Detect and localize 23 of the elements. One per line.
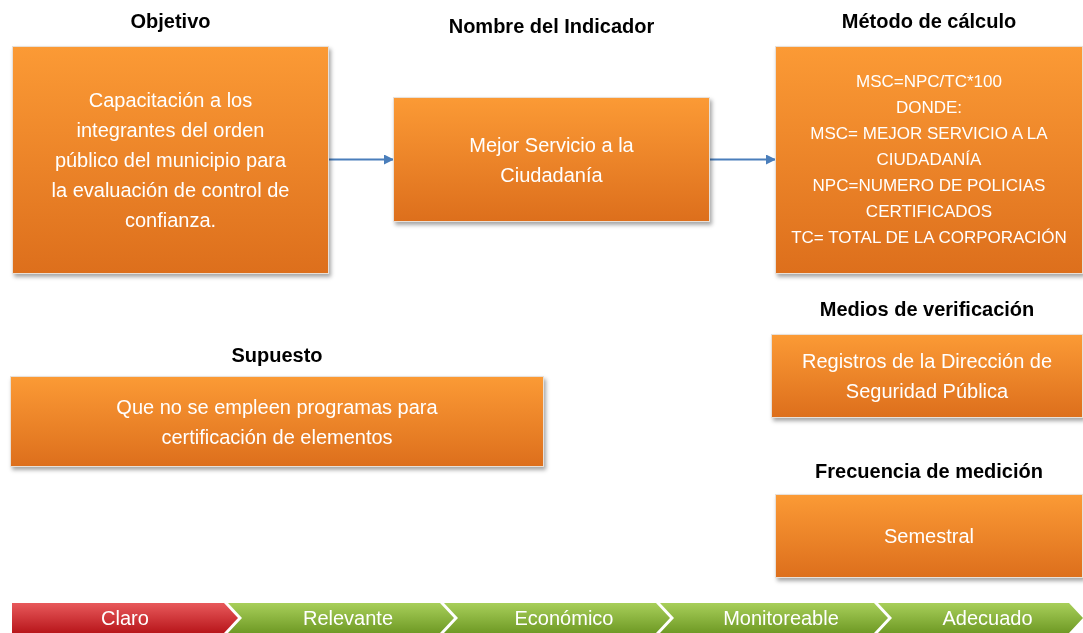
arrow xyxy=(709,154,776,165)
box-text: Semestral xyxy=(884,524,974,549)
chevron-step: Relevante xyxy=(228,603,454,633)
box-text: TC= TOTAL DE LA CORPORACIÓN xyxy=(791,227,1067,249)
box-text: Que no se empleen programas para certificación de elementos xyxy=(115,394,439,450)
arrow xyxy=(328,154,394,165)
box-text: Mejor Servicio a la Ciudadanía xyxy=(468,132,635,188)
box-text: Capacitación a los integrantes del orden público del municipio para la evaluación de control de confianza. xyxy=(50,88,291,233)
section-heading: Supuesto xyxy=(231,343,323,368)
section-heading: Frecuencia de medición xyxy=(815,459,1043,484)
section-heading: Método de cálculo xyxy=(841,9,1017,34)
chevron-step: Claro xyxy=(12,603,238,633)
box-text: NPC=NUMERO DE POLICIAS CERTIFICADOS xyxy=(811,175,1047,223)
box-text: DONDE: xyxy=(895,97,963,119)
box-text: MSC=NPC/TC*100 xyxy=(856,71,1002,93)
chevron-step: Adecuado xyxy=(878,603,1083,633)
box-text: Registros de la Dirección de Seguridad Pública xyxy=(800,349,1054,404)
chevron-step: Monitoreable xyxy=(660,603,888,633)
section-heading: Objetivo xyxy=(130,9,211,34)
chevron-step: Económico xyxy=(444,603,670,633)
box-text: MSC= MEJOR SERVICIO A LA CIUDADANÍA xyxy=(809,123,1049,171)
section-heading: Nombre del Indicador xyxy=(448,14,655,39)
section-heading: Medios de verificación xyxy=(819,297,1035,322)
